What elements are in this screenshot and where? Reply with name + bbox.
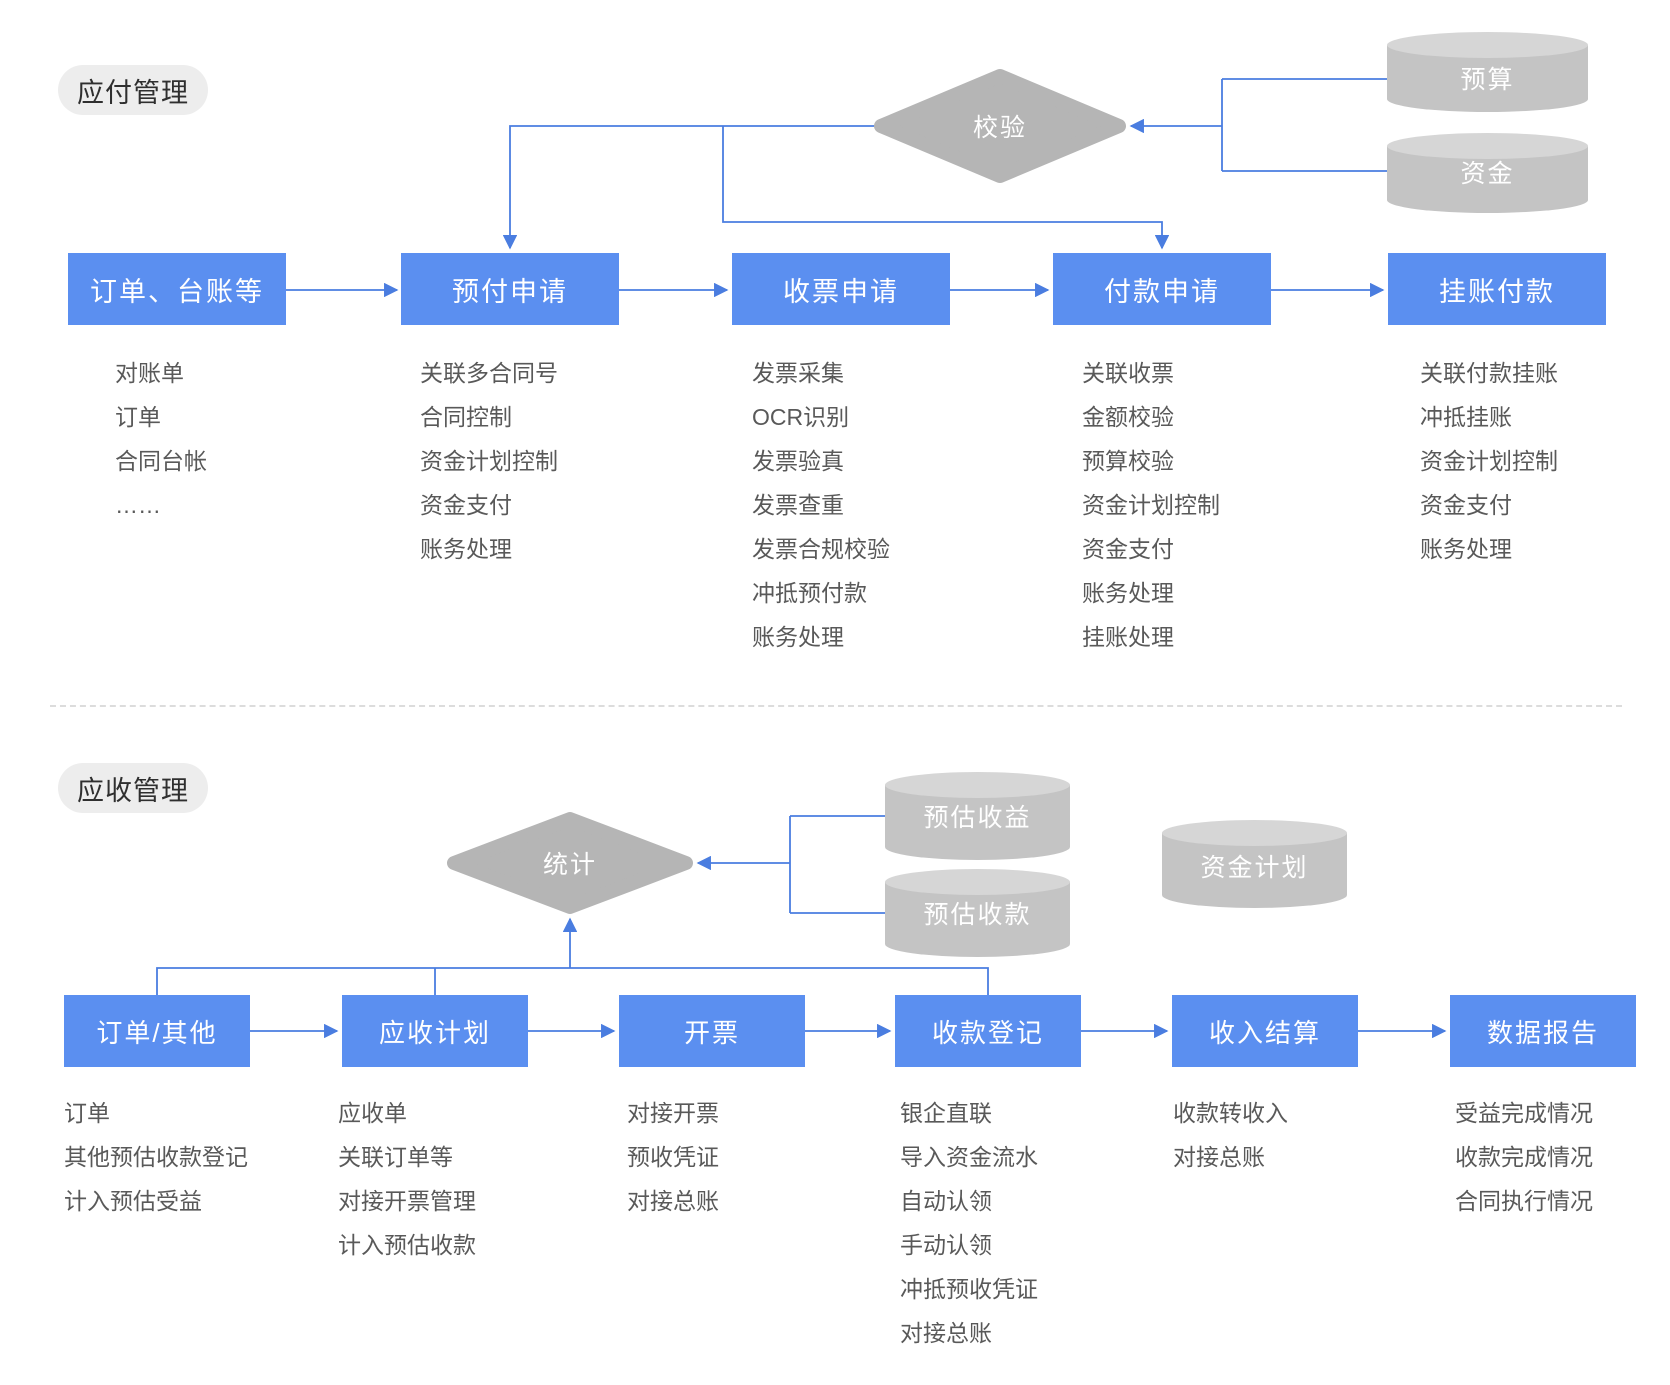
list-item: 对接总账: [627, 1188, 719, 1214]
list-item: 关联订单等: [338, 1144, 453, 1170]
list-item: 对接总账: [1173, 1144, 1265, 1170]
orders-feature-list: 对账单 订单 合同台帐 ……: [115, 351, 207, 527]
list-item: 合同执行情况: [1455, 1188, 1593, 1214]
list-item: OCR识别: [752, 404, 850, 430]
list-item: ……: [115, 492, 161, 518]
list-item: 预算校验: [1082, 448, 1174, 474]
list-item: 对接开票: [627, 1100, 719, 1126]
stats-diamond-label: 统计: [542, 851, 597, 879]
list-item: 合同控制: [420, 404, 512, 430]
list-item: 关联付款挂账: [1420, 360, 1558, 386]
receivable-plan-feature-list: 应收单 关联订单等 对接开票管理 计入预估收款: [338, 1091, 476, 1267]
list-item: 资金计划控制: [1420, 448, 1558, 474]
list-item: 其他预估收款登记: [64, 1144, 248, 1170]
list-item: 订单: [64, 1100, 110, 1126]
income-settlement-feature-list: 收款转收入 对接总账: [1173, 1091, 1288, 1179]
prepayment-feature-list: 关联多合同号 合同控制 资金计划控制 资金支付 账务处理: [420, 351, 558, 571]
list-item: 账务处理: [1420, 536, 1512, 562]
node-prepayment-request: 预付申请: [401, 253, 619, 325]
list-item: 手动认领: [900, 1232, 992, 1258]
list-item: 发票验真: [752, 448, 844, 474]
list-item: 资金计划控制: [420, 448, 558, 474]
node-orders-ledgers: 订单、台账等: [68, 253, 286, 325]
list-item: 对接开票管理: [338, 1188, 476, 1214]
list-item: 对账单: [115, 360, 184, 386]
receipt-registration-feature-list: 银企直联 导入资金流水 自动认领 手动认领 冲抵预收凭证 对接总账: [900, 1091, 1038, 1355]
line-check-to-payment: [722, 126, 1170, 250]
funds-cylinder-label: 资金: [1460, 160, 1515, 188]
list-item: 导入资金流水: [900, 1144, 1038, 1170]
list-item: 冲抵预收凭证: [900, 1276, 1038, 1302]
budget-cylinder-label: 预算: [1460, 66, 1515, 94]
node-billing: 开票: [619, 995, 805, 1067]
node-income-settlement: 收入结算: [1172, 995, 1358, 1067]
billing-feature-list: 对接开票 预收凭证 对接总账: [627, 1091, 719, 1223]
funding-plan-cylinder: [1162, 820, 1347, 908]
list-item: 自动认领: [900, 1188, 992, 1214]
data-report-feature-list: 受益完成情况 收款完成情况 合同执行情况: [1455, 1091, 1593, 1223]
list-item: 应收单: [338, 1100, 407, 1126]
node-invoice-receipt-request: 收票申请: [732, 253, 950, 325]
list-item: 冲抵挂账: [1420, 404, 1512, 430]
node-pending-payment: 挂账付款: [1388, 253, 1606, 325]
connector-lines: [156, 78, 1447, 1039]
node-receivable-plan: 应收计划: [342, 995, 528, 1067]
list-item: 计入预估受益: [64, 1188, 202, 1214]
funds-cylinder: [1387, 133, 1588, 214]
estimated-income-cylinder: [885, 772, 1070, 860]
list-item: 银企直联: [900, 1100, 992, 1126]
database-shapes: [885, 32, 1588, 957]
list-item: 合同台帐: [115, 448, 207, 474]
list-item: 发票合规校验: [752, 536, 890, 562]
invoice-feature-list: 发票采集 OCR识别 发票验真 发票查重 发票合规校验 冲抵预付款 账务处理: [752, 351, 890, 659]
list-item: 订单: [115, 404, 161, 430]
budget-cylinder: [1387, 32, 1588, 113]
diamond-shapes: [447, 69, 1126, 914]
list-item: 计入预估收款: [338, 1232, 476, 1258]
node-payment-request: 付款申请: [1053, 253, 1271, 325]
list-item: 关联多合同号: [420, 360, 558, 386]
estimated-income-cylinder-label: 预估收益: [923, 804, 1032, 832]
list-item: 受益完成情况: [1455, 1100, 1593, 1126]
node-order-other: 订单/其他: [64, 995, 250, 1067]
list-item: 预收凭证: [627, 1144, 719, 1170]
estimated-receipt-cylinder: [885, 869, 1070, 957]
stats-diamond: [447, 812, 693, 914]
list-item: 收款转收入: [1173, 1100, 1288, 1126]
line-check-to-prepay: [502, 125, 875, 250]
list-item: 金额校验: [1082, 404, 1174, 430]
list-item: 资金支付: [420, 492, 512, 518]
list-item: 关联收票: [1082, 360, 1174, 386]
list-item: 冲抵预付款: [752, 580, 867, 606]
list-item: 对接总账: [900, 1320, 992, 1346]
check-diamond: [874, 69, 1126, 183]
list-item: 账务处理: [1082, 580, 1174, 606]
stats-bus-line: [156, 967, 989, 995]
order-other-feature-list: 订单 其他预估收款登记 计入预估受益: [64, 1091, 248, 1223]
list-item: 资金计划控制: [1082, 492, 1220, 518]
section-divider: [50, 705, 1622, 707]
list-item: 账务处理: [420, 536, 512, 562]
pending-payment-feature-list: 关联付款挂账 冲抵挂账 资金计划控制 资金支付 账务处理: [1420, 351, 1558, 571]
list-item: 账务处理: [752, 624, 844, 650]
receivable-section-badge: 应收管理: [58, 763, 208, 813]
funding-plan-cylinder-label: 资金计划: [1200, 854, 1309, 882]
estimated-receipt-cylinder-label: 预估收款: [923, 901, 1032, 929]
list-item: 资金支付: [1420, 492, 1512, 518]
node-receipt-registration: 收款登记: [895, 995, 1081, 1067]
list-item: 挂账处理: [1082, 624, 1174, 650]
list-item: 收款完成情况: [1455, 1144, 1593, 1170]
payable-section-badge: 应付管理: [58, 65, 208, 115]
payment-feature-list: 关联收票 金额校验 预算校验 资金计划控制 资金支付 账务处理 挂账处理: [1082, 351, 1220, 659]
node-data-report: 数据报告: [1450, 995, 1636, 1067]
list-item: 资金支付: [1082, 536, 1174, 562]
check-diamond-label: 校验: [972, 114, 1027, 142]
list-item: 发票查重: [752, 492, 844, 518]
list-item: 发票采集: [752, 360, 844, 386]
